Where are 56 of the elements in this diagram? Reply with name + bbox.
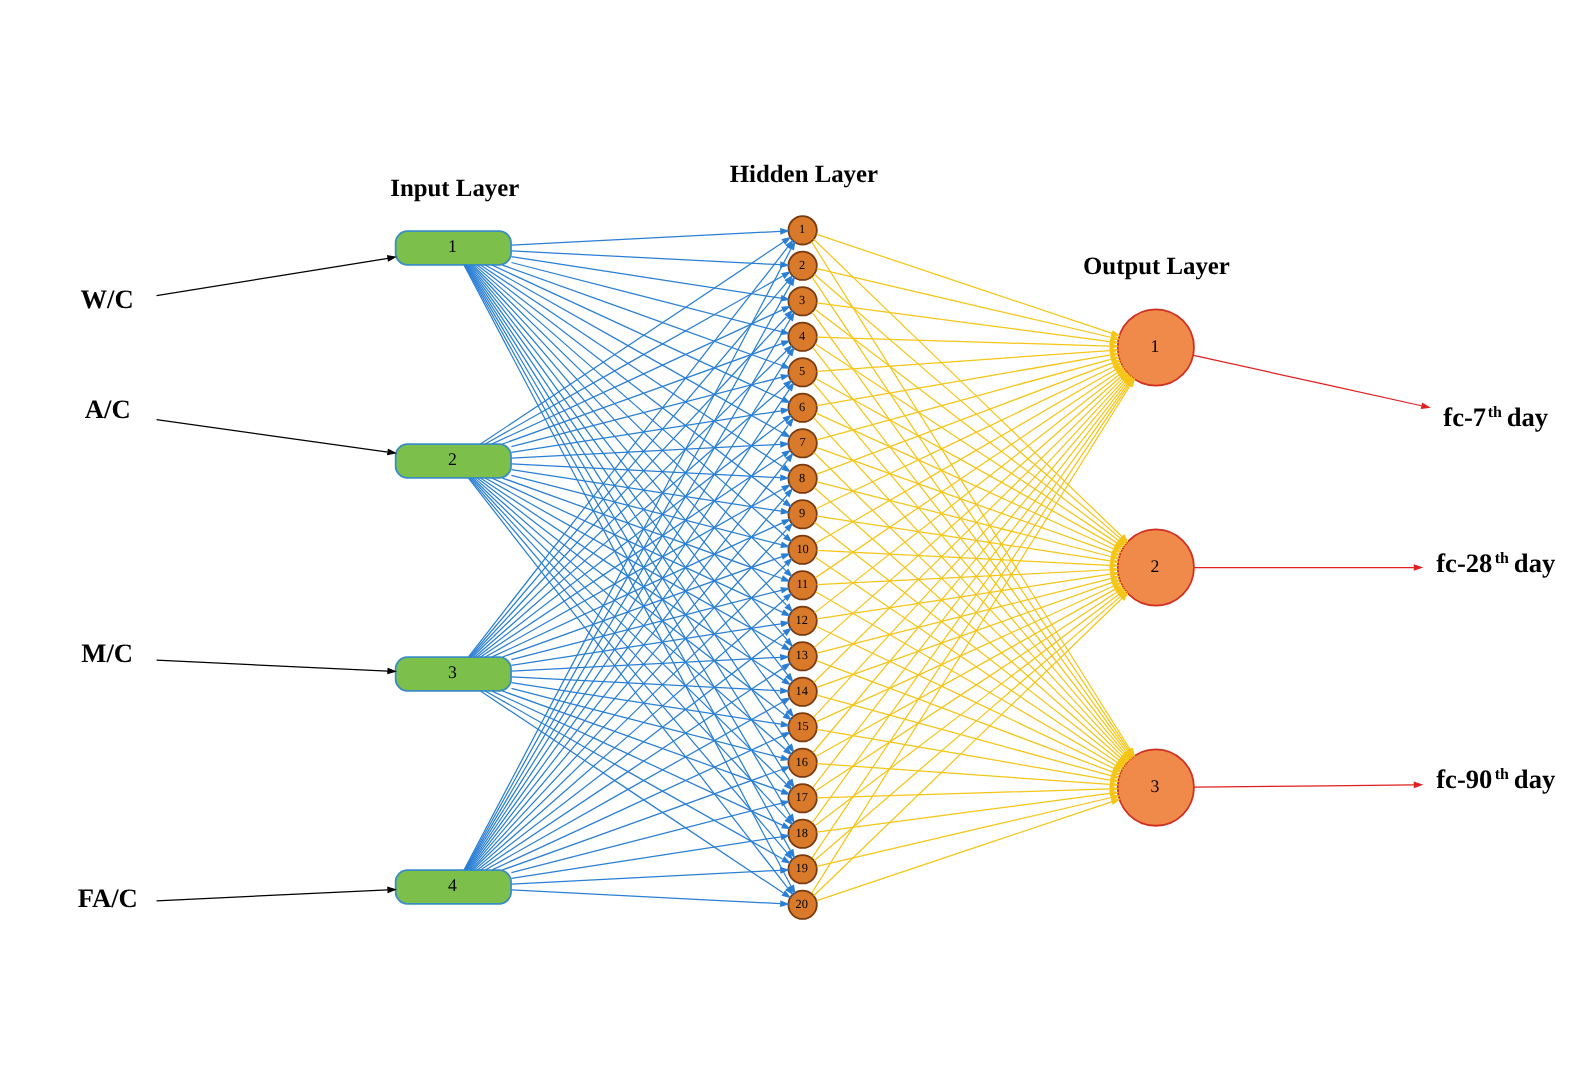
arrow: [816, 785, 1120, 799]
arrow: [1193, 781, 1424, 789]
node-box: 3: [394, 656, 512, 692]
node-box: 4: [394, 869, 512, 905]
arrow: [501, 766, 791, 871]
arrow: [1193, 354, 1431, 410]
arrow: [510, 653, 790, 672]
arrow: [510, 620, 791, 666]
arrow: [510, 800, 791, 874]
arrow: [479, 477, 792, 686]
arrow: [510, 587, 791, 661]
node-text: fc-7$^{th}$ day: [1443, 402, 1549, 433]
arrow: [155, 886, 397, 902]
arrow: [501, 690, 791, 795]
arrow: [816, 336, 1120, 350]
node-text: A/C: [84, 393, 131, 424]
arrow: [510, 469, 791, 515]
node-box: 1: [394, 230, 512, 266]
arrow: [510, 228, 790, 246]
arrow: [510, 676, 790, 695]
arrow: [491, 690, 792, 830]
arrow: [1193, 564, 1424, 571]
node-text: fc-90$^{th}$ day: [1436, 764, 1556, 795]
arrow: [501, 477, 791, 582]
arrow: [479, 449, 792, 658]
arrow: [491, 731, 792, 871]
arrow: [510, 463, 790, 482]
label: Hidden Layer: [729, 159, 879, 188]
arrow: [816, 447, 1121, 556]
label: Input Layer: [390, 174, 520, 203]
arrow: [510, 889, 790, 907]
arrow: [510, 407, 791, 453]
node-text: M/C: [81, 638, 134, 669]
arrow: [501, 553, 791, 658]
arrow: [816, 798, 1121, 902]
arrow: [510, 866, 790, 885]
arrow: [510, 474, 791, 548]
arrow: [491, 477, 792, 617]
arrow: [510, 441, 790, 459]
arrow: [510, 687, 791, 761]
arrow: [479, 662, 792, 871]
label: Output Layer: [1083, 252, 1230, 281]
arrow: [510, 682, 791, 728]
node-text: FA/C: [77, 883, 138, 914]
arrow: [510, 250, 790, 269]
arrow: [510, 833, 791, 879]
arrow: [155, 659, 397, 675]
node-text: W/C: [80, 283, 134, 314]
arrow: [155, 255, 397, 297]
arrow: [155, 419, 397, 456]
arrow: [491, 518, 792, 658]
arrow: [816, 790, 1120, 833]
node-text: fc-28$^{th}$ day: [1436, 547, 1556, 578]
arrow: [479, 690, 792, 899]
node-box: 2: [394, 443, 512, 479]
arrow: [816, 794, 1121, 867]
